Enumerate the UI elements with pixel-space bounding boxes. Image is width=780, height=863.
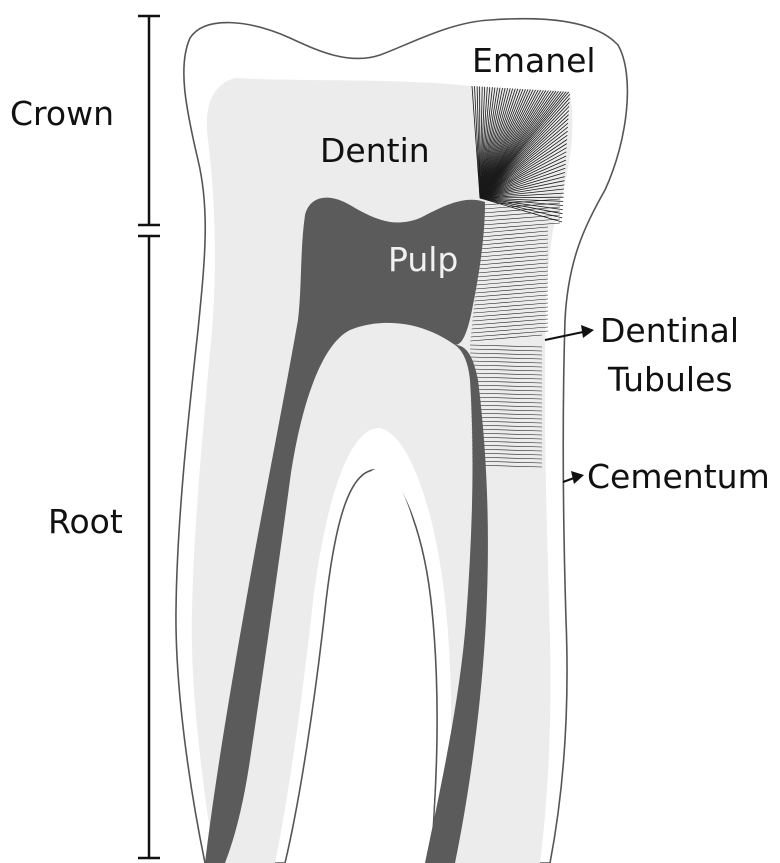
cementum-label: Cementum xyxy=(587,457,770,496)
root-label: Root xyxy=(48,502,123,541)
crown-bracket xyxy=(138,16,160,225)
pulp-label: Pulp xyxy=(388,240,458,279)
dentinal-label: Dentinal xyxy=(600,311,739,350)
root-bracket xyxy=(138,236,160,858)
dentin-label: Dentin xyxy=(320,131,430,170)
cementum-pointer xyxy=(563,471,584,484)
enamel-label: Emanel xyxy=(472,41,596,80)
crown-label: Crown xyxy=(10,94,114,133)
tubules-label: Tubules xyxy=(607,360,733,399)
